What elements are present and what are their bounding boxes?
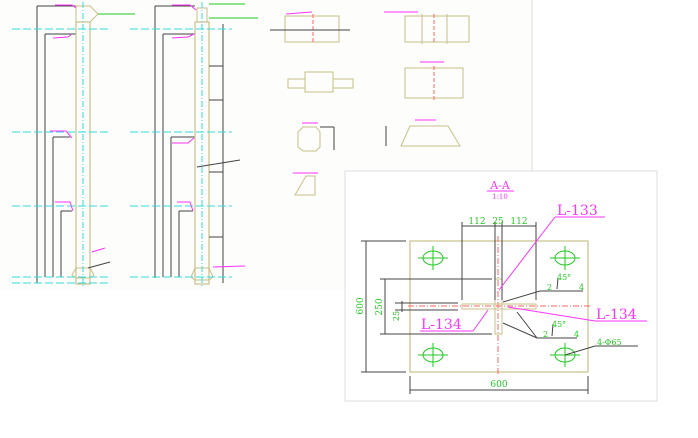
column-elevation-1: [12, 2, 135, 288]
label-l134-left: L-134: [421, 317, 462, 333]
weld-right-lower: 4: [574, 330, 579, 339]
dim-top-left: 112: [468, 217, 485, 227]
dim-top-right: 112: [510, 217, 527, 227]
dimension-lines: [361, 222, 638, 394]
dim-top-mid: 25: [492, 217, 504, 227]
label-l134-right: L-134: [596, 307, 637, 323]
weld-left-upper: 2: [547, 283, 552, 292]
section-title: A-A: [489, 179, 511, 192]
weld-left-lower: 2: [543, 330, 548, 339]
column-elevation-2: [130, 2, 258, 288]
dim-width-total: 600: [490, 380, 507, 390]
flange-plate: [461, 303, 537, 310]
weld-angle-upper: 45°: [557, 273, 571, 282]
dim-thickness: 25: [392, 311, 401, 321]
dim-height-total: 600: [356, 297, 366, 314]
weld-right-upper: 4: [579, 283, 584, 292]
section-a-a: A-A 1:10 L-133 L-134 L-134 112 25 112 60…: [344, 170, 658, 402]
weld-angle-lower: 45°: [552, 320, 566, 329]
web-plate: [494, 278, 503, 335]
dim-height-flange: 250: [375, 298, 385, 315]
leader-lines: [420, 190, 647, 332]
dim-bolt-holes: 4-Φ65: [597, 338, 622, 347]
part-details: [270, 11, 470, 196]
label-l133: L-133: [557, 203, 598, 219]
section-scale: 1:10: [492, 193, 508, 201]
